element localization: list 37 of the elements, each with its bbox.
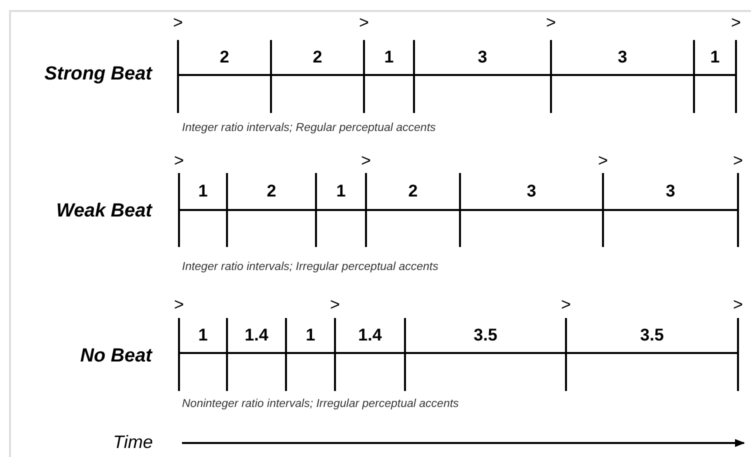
interval-value: 2 xyxy=(220,48,230,66)
interval-value: 3 xyxy=(478,48,488,66)
interval-value: 3 xyxy=(618,48,628,66)
interval-value: 1 xyxy=(306,326,316,344)
row-caption: Integer ratio intervals; Regular perceptual accents xyxy=(182,123,436,134)
interval-value: 1 xyxy=(198,182,208,200)
interval-value: 2 xyxy=(266,182,276,200)
interval-value: 2 xyxy=(408,182,418,200)
accent-mark: > xyxy=(359,14,369,31)
interval-value: 1.4 xyxy=(244,326,268,344)
accent-mark: > xyxy=(174,152,184,169)
interval-value: 3.5 xyxy=(640,326,664,344)
row-label: Strong Beat xyxy=(44,64,152,84)
interval-value: 1 xyxy=(384,48,394,66)
interval-value: 2 xyxy=(312,48,322,66)
accent-mark: > xyxy=(546,14,556,31)
interval-value: 1.4 xyxy=(358,326,382,344)
accent-mark: > xyxy=(733,296,743,313)
accent-mark: > xyxy=(330,296,340,313)
accent-mark: > xyxy=(561,296,571,313)
row-caption: Noninteger ratio intervals; Irregular perceptual accents xyxy=(182,399,459,410)
interval-value: 3 xyxy=(526,182,536,200)
interval-value: 1 xyxy=(710,48,720,66)
interval-value: 3.5 xyxy=(474,326,498,344)
accent-mark: > xyxy=(174,296,184,313)
accent-mark: > xyxy=(731,14,741,31)
accent-mark: > xyxy=(598,152,608,169)
interval-value: 3 xyxy=(666,182,676,200)
row-label: Weak Beat xyxy=(56,202,152,220)
accent-mark: > xyxy=(361,152,371,169)
axis-label: Time xyxy=(113,433,153,451)
row-caption: Integer ratio intervals; Irregular perceptual accents xyxy=(182,262,438,274)
accent-mark: > xyxy=(733,152,743,169)
interval-value: 1 xyxy=(198,326,208,344)
accent-mark: > xyxy=(173,14,183,31)
row-label: No Beat xyxy=(80,346,152,366)
interval-value: 1 xyxy=(336,182,346,200)
